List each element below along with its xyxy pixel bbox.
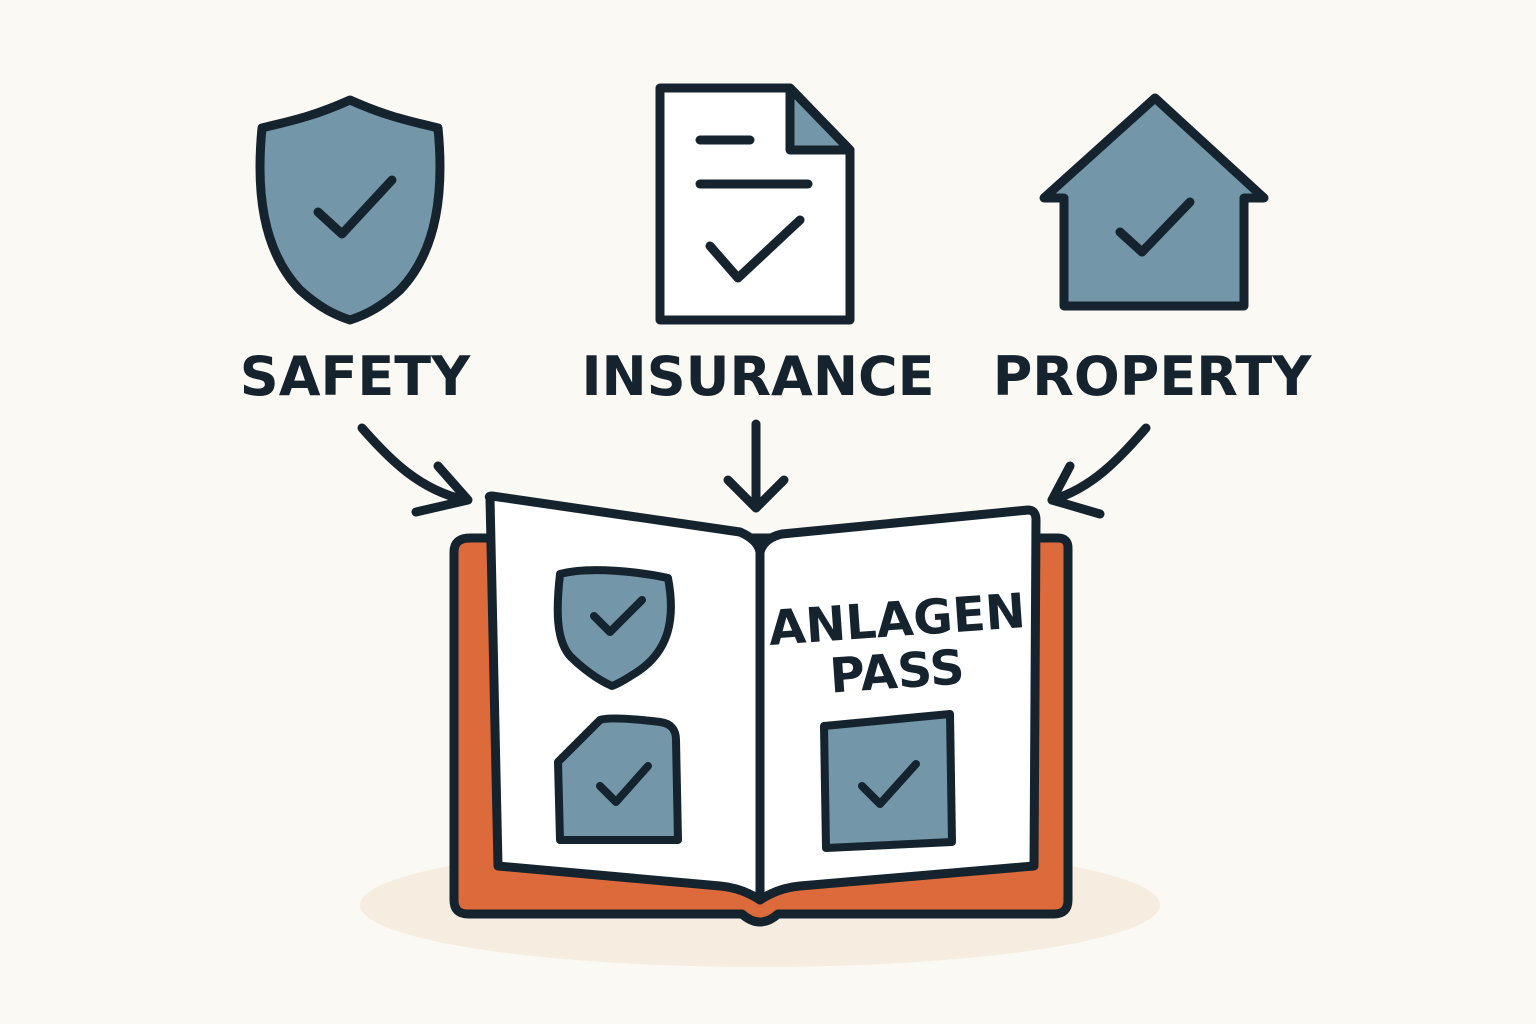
house-check-icon — [1039, 93, 1269, 311]
document-check-icon — [655, 83, 855, 325]
house-check-icon — [554, 714, 682, 844]
label-property: PROPERTY — [993, 345, 1313, 408]
square-check-icon — [820, 710, 956, 852]
arrow-property-to-book — [1047, 423, 1151, 519]
shield-check-icon — [255, 95, 445, 325]
book-title-line2: PASS — [828, 639, 966, 704]
label-safety: SAFETY — [240, 345, 471, 408]
shield-check-icon — [553, 566, 675, 690]
arrow-insurance-to-book — [723, 419, 789, 513]
arrow-safety-to-book — [357, 423, 473, 517]
book-anlagenpass — [449, 491, 1073, 927]
label-insurance: INSURANCE — [581, 345, 934, 408]
